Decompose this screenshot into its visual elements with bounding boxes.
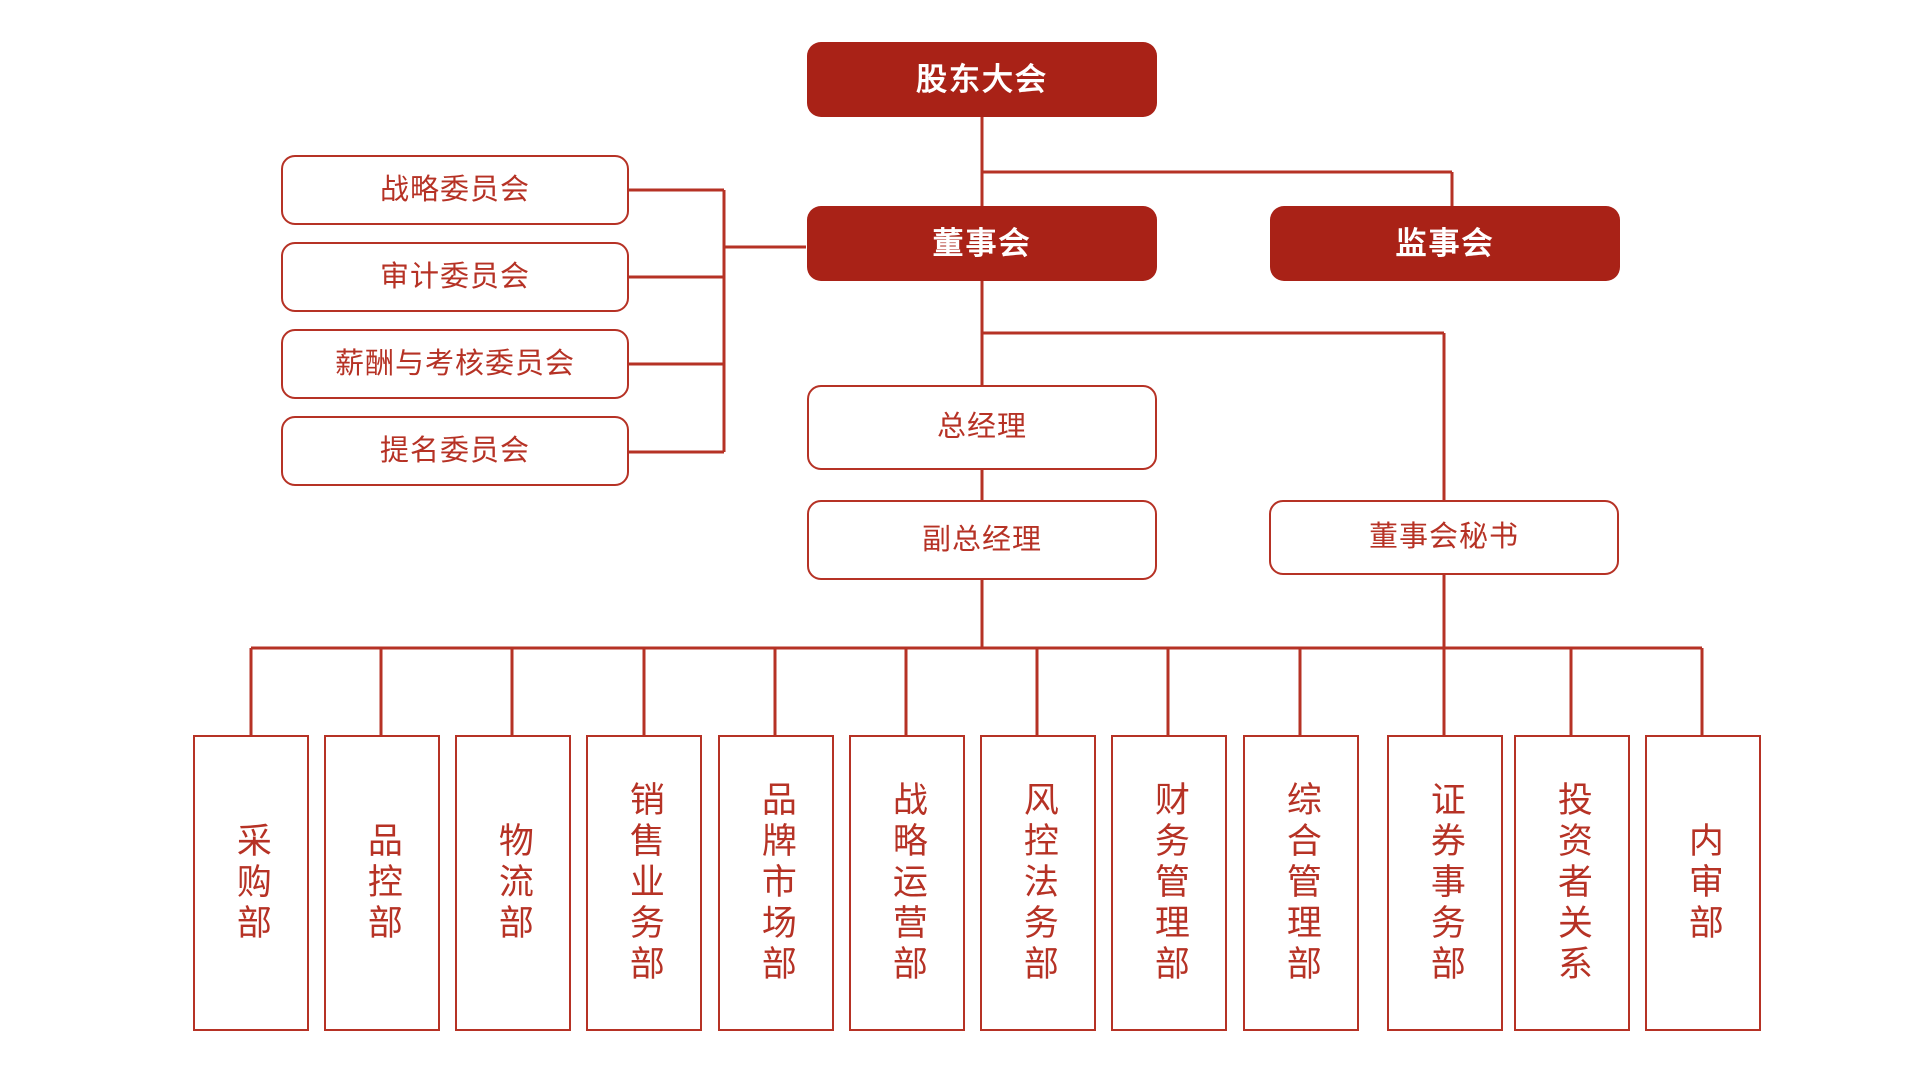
node-board-secretary[interactable]: 董事会秘书 <box>1269 500 1619 575</box>
committee-label: 薪酬与考核委员会 <box>334 347 575 380</box>
department-label: 投资者关系 <box>1552 780 1592 986</box>
department-label: 品牌市场部 <box>756 780 796 986</box>
node-department-securities-affairs[interactable]: 证券事务部 <box>1387 735 1503 1031</box>
department-label: 综合管理部 <box>1281 780 1321 986</box>
node-department-sales-business[interactable]: 销售业务部 <box>586 735 702 1031</box>
node-label: 董事会秘书 <box>1368 521 1519 553</box>
department-label: 战略运营部 <box>887 780 927 986</box>
node-label: 股东大会 <box>916 62 1048 97</box>
committee-label: 战略委员会 <box>379 173 530 206</box>
node-board-of-directors[interactable]: 董事会 <box>807 206 1157 281</box>
node-shareholders-meeting[interactable]: 股东大会 <box>807 42 1157 117</box>
department-label: 品控部 <box>362 821 402 945</box>
committee-label: 提名委员会 <box>379 434 530 467</box>
node-department-brand-marketing[interactable]: 品牌市场部 <box>718 735 834 1031</box>
node-general-manager[interactable]: 总经理 <box>807 385 1157 470</box>
node-committee-nomination[interactable]: 提名委员会 <box>281 416 629 486</box>
node-committee-compensation-assessment[interactable]: 薪酬与考核委员会 <box>281 329 629 399</box>
node-committee-audit[interactable]: 审计委员会 <box>281 242 629 312</box>
node-department-quality-control[interactable]: 品控部 <box>324 735 440 1031</box>
node-deputy-general-manager[interactable]: 副总经理 <box>807 500 1157 580</box>
node-department-internal-audit[interactable]: 内审部 <box>1645 735 1761 1031</box>
node-department-financial-management[interactable]: 财务管理部 <box>1111 735 1227 1031</box>
node-label: 董事会 <box>932 226 1032 261</box>
node-board-of-supervisors[interactable]: 监事会 <box>1270 206 1620 281</box>
node-department-risk-legal[interactable]: 风控法务部 <box>980 735 1096 1031</box>
node-department-general-management[interactable]: 综合管理部 <box>1243 735 1359 1031</box>
node-department-investor-relations[interactable]: 投资者关系 <box>1514 735 1630 1031</box>
department-label: 物流部 <box>493 821 533 945</box>
node-committee-strategy[interactable]: 战略委员会 <box>281 155 629 225</box>
committee-label: 审计委员会 <box>379 260 530 293</box>
department-label: 采购部 <box>231 821 271 945</box>
node-department-logistics[interactable]: 物流部 <box>455 735 571 1031</box>
department-label: 财务管理部 <box>1149 780 1189 986</box>
department-label: 风控法务部 <box>1018 780 1058 986</box>
node-department-procurement[interactable]: 采购部 <box>193 735 309 1031</box>
node-label: 总经理 <box>936 411 1027 443</box>
node-label: 副总经理 <box>921 523 1042 556</box>
department-label: 销售业务部 <box>624 780 664 986</box>
node-department-strategy-operations[interactable]: 战略运营部 <box>849 735 965 1031</box>
department-label: 证券事务部 <box>1425 780 1465 986</box>
node-label: 监事会 <box>1395 226 1495 261</box>
department-label: 内审部 <box>1683 821 1723 945</box>
